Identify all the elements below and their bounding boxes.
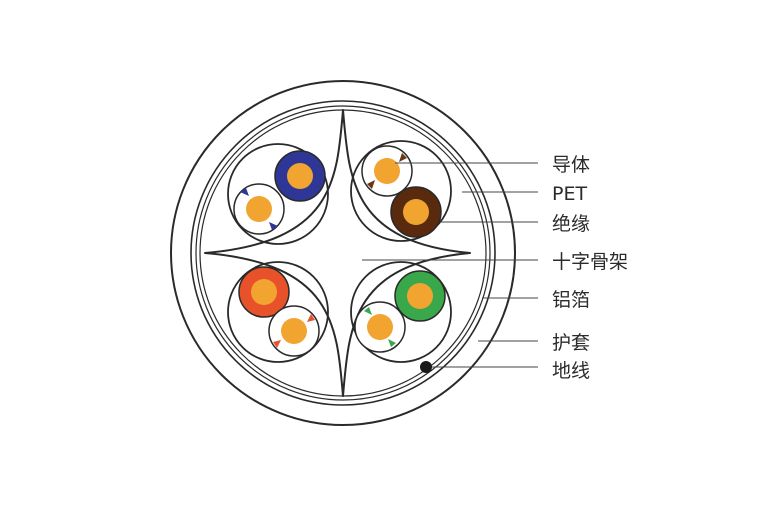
striped-wires xyxy=(233,145,413,357)
label-ground-wire: 地线 xyxy=(552,360,590,382)
label-pet: PET xyxy=(552,183,587,205)
blue-stripe xyxy=(269,222,278,230)
brown-wire xyxy=(390,186,442,238)
solid-wires xyxy=(238,150,446,322)
label-jacket: 护套 xyxy=(552,332,590,354)
pair-wraps xyxy=(227,140,452,363)
orange-white-conductor xyxy=(281,318,307,344)
brown-white-conductor xyxy=(374,158,400,184)
orange-white-wire xyxy=(268,305,320,357)
ground-wire xyxy=(420,361,432,373)
blue-conductor xyxy=(287,163,313,189)
blue-stripe xyxy=(240,188,249,196)
label-cross-filler: 十字骨架 xyxy=(552,251,628,273)
green-stripe xyxy=(388,339,396,347)
orange-stripe xyxy=(307,314,315,322)
pair-wrap-top-left xyxy=(227,143,329,245)
label-aluminum-foil: 铝箔 xyxy=(552,289,590,311)
green-conductor xyxy=(407,283,433,309)
orange-stripe xyxy=(273,340,281,348)
aluminum-foil-ring xyxy=(195,105,491,401)
green-wire xyxy=(394,270,446,322)
label-insulation: 绝缘 xyxy=(552,213,590,235)
blue-white-conductor xyxy=(246,196,272,222)
cross-filler xyxy=(204,109,471,397)
blue-white-wire xyxy=(233,183,285,235)
green-stripe xyxy=(364,307,372,315)
brown-white-wire xyxy=(361,145,413,197)
brown-stripe xyxy=(367,180,375,189)
brown-stripe xyxy=(399,153,407,162)
green-white-wire xyxy=(354,301,406,353)
inner-jacket-ring xyxy=(190,100,496,406)
blue-wire xyxy=(274,150,326,202)
pair-wrap-top-right xyxy=(350,140,452,242)
callout-labels: 导体 PET 绝缘 十字骨架 铝箔 护套 地线 xyxy=(552,154,628,382)
label-conductor: 导体 xyxy=(552,154,590,176)
orange-conductor xyxy=(251,279,277,305)
green-white-conductor xyxy=(367,314,393,340)
outer-jacket-ring xyxy=(170,80,516,426)
pair-wrap-bottom-left xyxy=(227,261,329,363)
pair-wrap-bottom-right xyxy=(350,261,452,363)
orange-wire xyxy=(238,266,290,318)
brown-conductor xyxy=(403,199,429,225)
leader-lines xyxy=(362,162,538,368)
